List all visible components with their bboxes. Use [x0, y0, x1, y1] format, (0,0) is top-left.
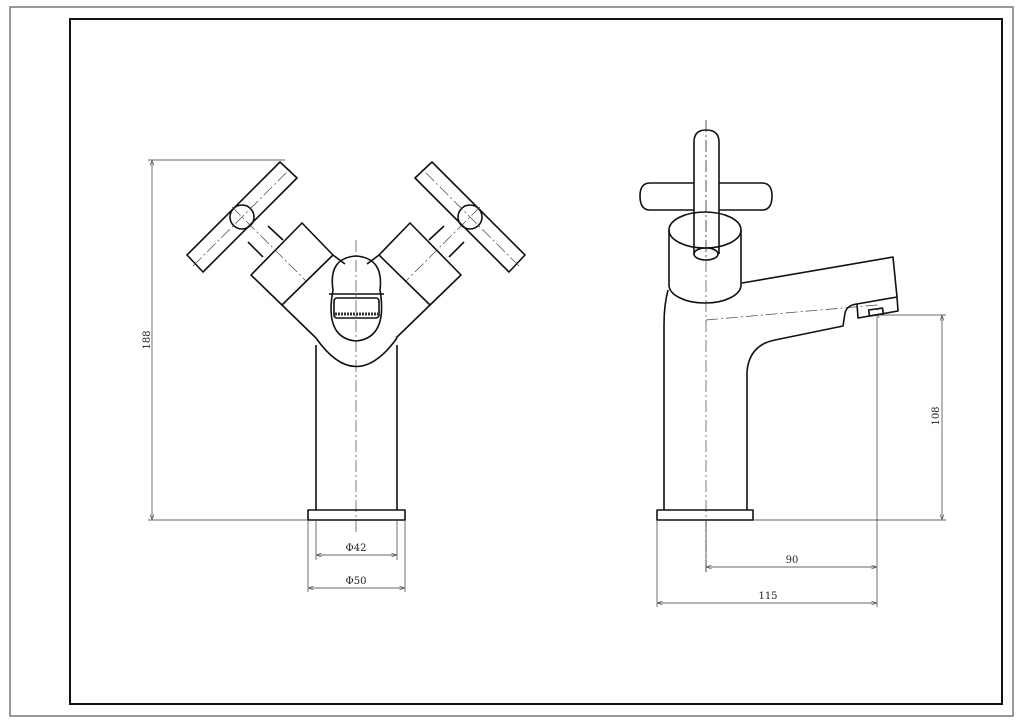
- body: [315, 345, 398, 510]
- aerator: [333, 297, 380, 319]
- side-view: 108 90 115: [639, 120, 946, 607]
- body-front: [746, 303, 858, 510]
- dim-overall-depth-label: 115: [758, 591, 777, 602]
- right-handle: [366, 161, 526, 339]
- spout: [741, 256, 899, 319]
- base-plate: [307, 509, 406, 521]
- base-plate: [656, 509, 754, 521]
- left-handle: [186, 161, 346, 339]
- aerator: [867, 307, 885, 317]
- dim-height-label: 188: [142, 330, 153, 349]
- front-view: 188 Φ42 Φ50: [142, 159, 526, 592]
- handle-cross-vertical: [693, 129, 720, 254]
- dim-inner-diameter-label: Φ42: [346, 543, 367, 554]
- handle-cylinder: [668, 230, 742, 304]
- spout-head: [330, 255, 383, 342]
- body-back: [663, 289, 669, 510]
- dim-spout-height-label: 108: [931, 406, 942, 425]
- outer-sheet-border: [9, 6, 1014, 717]
- dim-outer-diameter-label: Φ50: [346, 576, 367, 587]
- handle-cross-horizontal: [639, 182, 773, 211]
- body-top-curve: [315, 337, 398, 368]
- drawing-frame: [69, 18, 1003, 705]
- dim-spout-reach-label: 90: [786, 555, 799, 566]
